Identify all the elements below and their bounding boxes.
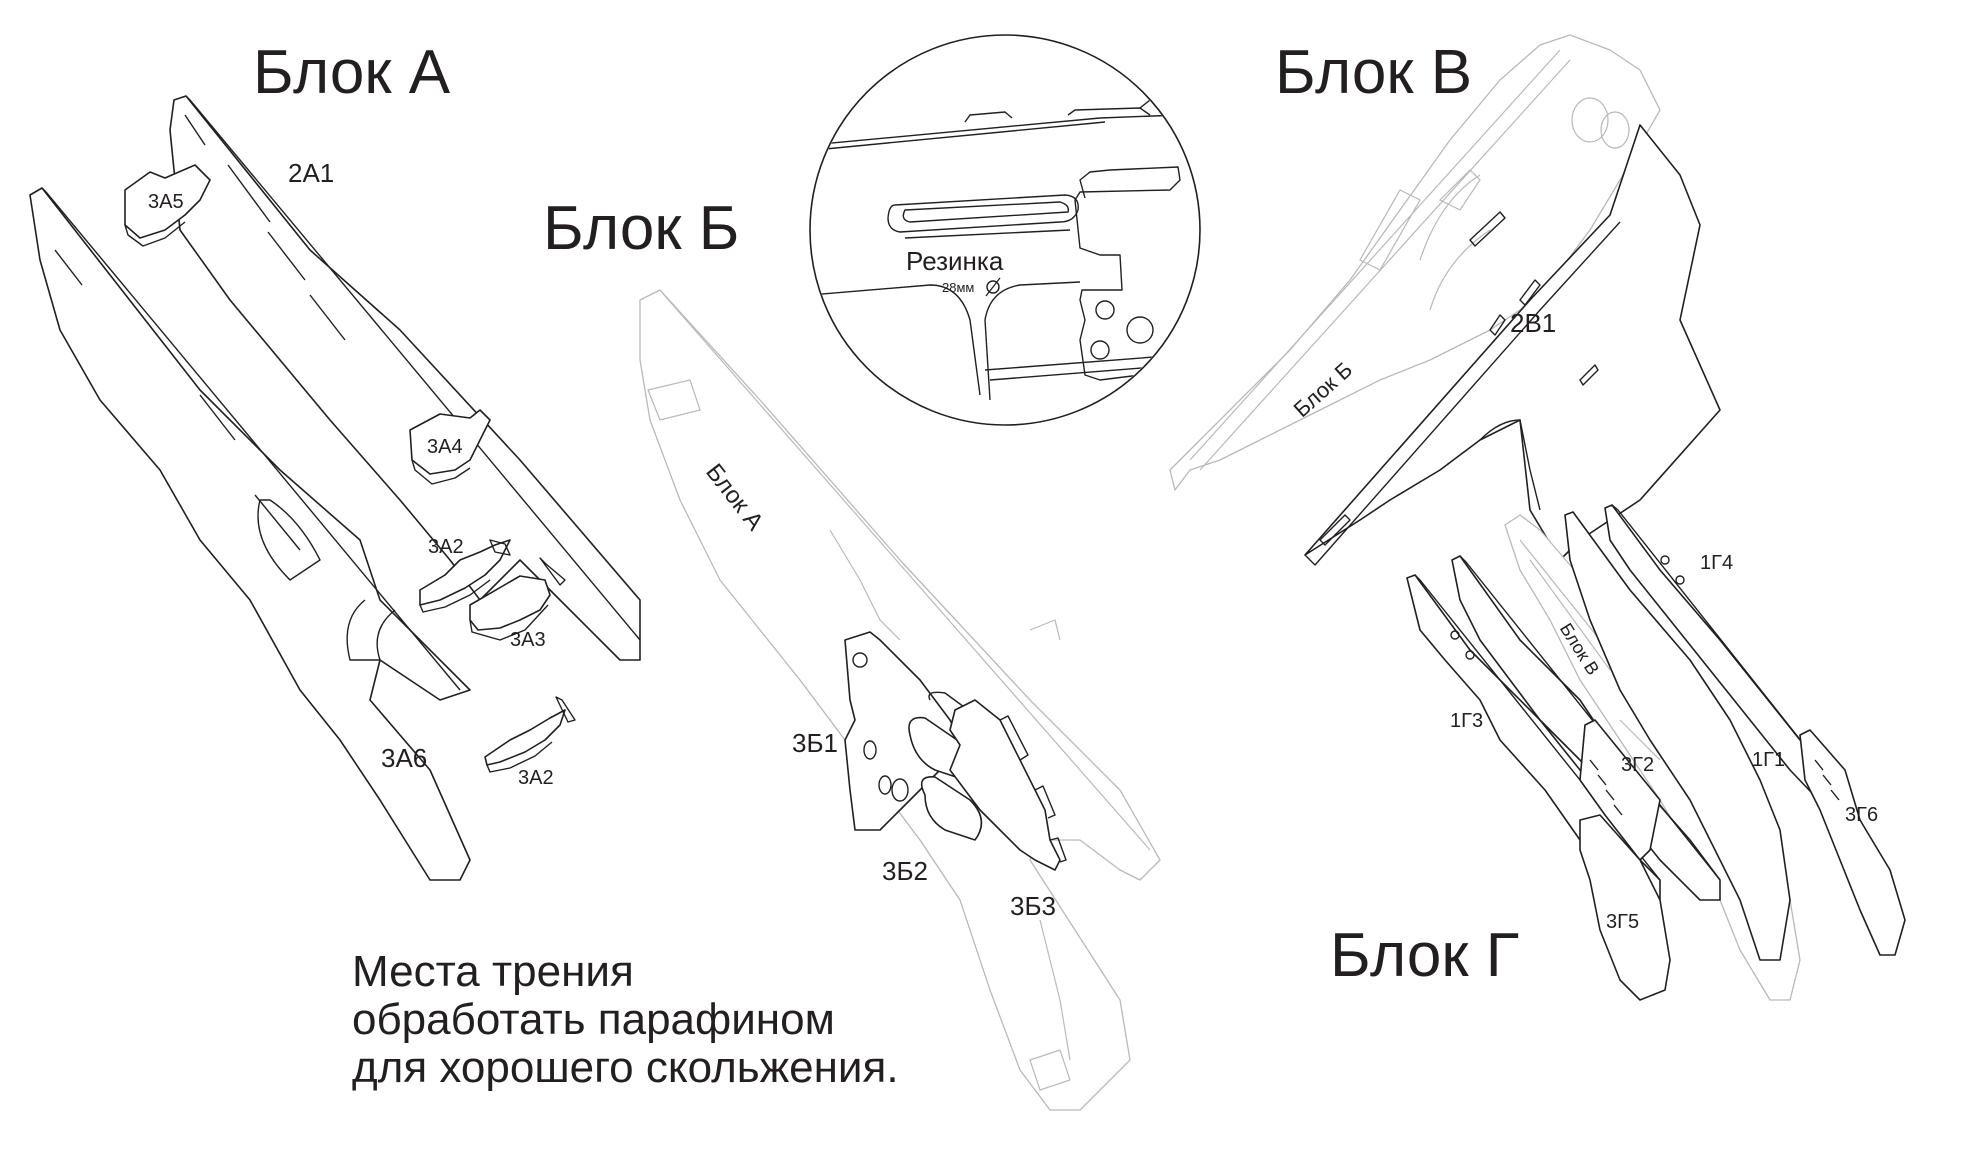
part-3a6-frame xyxy=(29,187,471,881)
part-label-2a1: 2А1 xyxy=(288,158,335,188)
part-label-3a2-bottom: 3А2 xyxy=(518,767,554,789)
part-3g5 xyxy=(1579,814,1671,1001)
part-label-3a3: 3А3 xyxy=(510,629,546,651)
part-3g6 xyxy=(1799,729,1906,956)
block-a-title: Блок А xyxy=(253,38,451,107)
part-label-1g4: 1Г4 xyxy=(1700,552,1734,574)
lubrication-note: Места трения обработать парафином для хо… xyxy=(352,948,899,1092)
block-g-title: Блок Г xyxy=(1330,921,1520,990)
part-label-3b1: 3Б1 xyxy=(792,728,838,758)
part-3a4 xyxy=(409,409,491,475)
block-b-drawing xyxy=(639,289,1161,1111)
detail-magnifier xyxy=(809,34,1201,426)
part-3b3 xyxy=(949,699,1061,871)
diameter-icon xyxy=(985,277,1001,297)
part-label-2v1: 2В1 xyxy=(1510,308,1557,338)
block-v-title: Блок В xyxy=(1275,38,1473,107)
part-label-3g5: 3Г5 xyxy=(1606,911,1640,933)
block-a-drawing xyxy=(29,95,641,881)
detail-circle xyxy=(809,34,1201,426)
ghost-block-b xyxy=(1169,34,1661,491)
part-label-3a4: 3А4 xyxy=(427,436,463,458)
part-label-3a6: 3А6 xyxy=(381,743,428,773)
block-v-drawing xyxy=(1169,34,1721,566)
detail-label-size: 28мм xyxy=(942,280,975,295)
part-label-3g2: 3Г2 xyxy=(1621,754,1655,776)
part-3a2-bottom xyxy=(484,709,566,766)
block-b-title: Блок Б xyxy=(543,194,740,263)
note-line-2: обработать парафином xyxy=(352,995,835,1044)
part-label-1g1: 1Г1 xyxy=(1752,749,1786,771)
part-label-3b2: 3Б2 xyxy=(882,856,928,886)
part-label-3a5: 3А5 xyxy=(148,191,184,213)
note-line-1: Места трения xyxy=(352,947,634,996)
part-2a1 xyxy=(169,95,641,661)
part-3a3 xyxy=(469,575,551,631)
part-3g2 xyxy=(1579,719,1661,861)
block-g-drawing xyxy=(1406,504,1906,1001)
part-label-3a2-top: 3А2 xyxy=(428,536,464,558)
detail-label-rubber: Резинка xyxy=(906,246,1004,276)
part-3a2-top xyxy=(419,539,511,606)
part-3a5 xyxy=(124,164,211,239)
part-label-3b3: 3Б3 xyxy=(1010,891,1056,921)
part-1g1 xyxy=(1564,511,1791,961)
part-label-3g6: 3Г6 xyxy=(1845,804,1879,826)
note-line-3: для хорошего скольжения. xyxy=(352,1043,899,1092)
part-label-1g3: 1Г3 xyxy=(1450,710,1484,732)
